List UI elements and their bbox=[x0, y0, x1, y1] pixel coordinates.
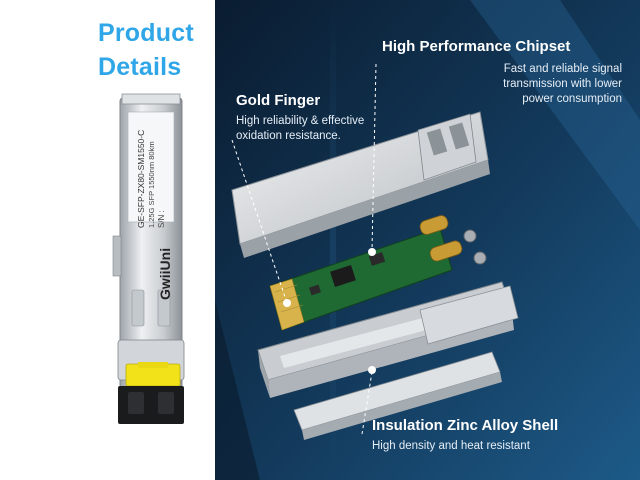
chipset-description-line: power consumption bbox=[522, 93, 622, 105]
module-top-cap bbox=[121, 93, 181, 105]
module-spec-line: 1.25G SFP 1550nm 80km bbox=[147, 141, 156, 228]
vent-slot bbox=[157, 289, 171, 327]
shell-feature: Insulation Zinc Alloy Shell High density… bbox=[372, 417, 622, 454]
lid-port-hole bbox=[448, 122, 470, 150]
optical-transmitter bbox=[419, 215, 449, 235]
sfp-module: GwiiUni GE-SFP-ZX80-SM1550-C 1.25G SFP 1… bbox=[112, 93, 185, 424]
gold-finger-callout-line bbox=[231, 139, 287, 301]
module-brand: GwiiUni bbox=[157, 248, 173, 300]
chip bbox=[309, 284, 321, 296]
shell-description: High density and heat resistant bbox=[372, 440, 530, 452]
chipset-description: Fast and reliable signal transmission wi… bbox=[462, 62, 622, 107]
bottom-plate bbox=[293, 351, 502, 440]
plate-edge bbox=[302, 372, 502, 440]
gold-finger-description-line: oxidation resistance. bbox=[236, 130, 341, 142]
bottom-shell bbox=[257, 281, 519, 398]
lid-port-hole bbox=[426, 128, 448, 156]
chipset-description-line: transmission with lower bbox=[503, 78, 622, 90]
glow-line bbox=[330, 0, 336, 480]
chipset-description-line: Fast and reliable signal bbox=[503, 63, 622, 75]
shadow-streak bbox=[215, 300, 260, 480]
lc-port bbox=[118, 386, 184, 424]
shell-side bbox=[258, 350, 270, 398]
chipset-feature: High Performance Chipset Fast and reliab… bbox=[382, 38, 627, 107]
gold-finger-heading: Gold Finger bbox=[236, 92, 321, 109]
lc-port-slot bbox=[158, 392, 174, 414]
lid-front-edge bbox=[240, 160, 490, 258]
lc-port-slot bbox=[128, 392, 144, 414]
chipset-callout-line bbox=[371, 63, 377, 251]
page-title-line-1: Product bbox=[98, 19, 194, 47]
shell-heading: Insulation Zinc Alloy Shell bbox=[372, 417, 559, 434]
optical-lens bbox=[473, 251, 487, 265]
top-cover bbox=[231, 111, 490, 258]
shell-rear-cage bbox=[419, 285, 519, 345]
optical-lens bbox=[463, 229, 477, 243]
callouts bbox=[231, 63, 377, 435]
latch-handle bbox=[138, 362, 168, 368]
gold-finger-description-line: High reliability & effective bbox=[236, 115, 365, 127]
module-label bbox=[127, 111, 175, 223]
shell-callout-dot bbox=[368, 366, 376, 374]
gold-finger-feature: Gold Finger High reliability & effective… bbox=[236, 92, 416, 144]
gold-finger-description: High reliability & effective oxidation r… bbox=[236, 114, 416, 144]
chipset bbox=[330, 264, 356, 288]
module-side-clip bbox=[112, 235, 122, 277]
chipset-heading: High Performance Chipset bbox=[382, 38, 571, 55]
module-part-number: GE-SFP-ZX80-SM1550-C bbox=[136, 130, 146, 228]
optical-receiver bbox=[429, 240, 463, 262]
vent-slot bbox=[131, 289, 145, 327]
light-streak bbox=[470, 0, 640, 230]
shell-callout-line bbox=[361, 371, 373, 435]
page-title-line-2: Details bbox=[98, 53, 182, 81]
module-serial: S/N : bbox=[157, 210, 166, 228]
chipset-callout-dot bbox=[368, 248, 376, 256]
gold-finger-callout-dot bbox=[283, 299, 291, 307]
